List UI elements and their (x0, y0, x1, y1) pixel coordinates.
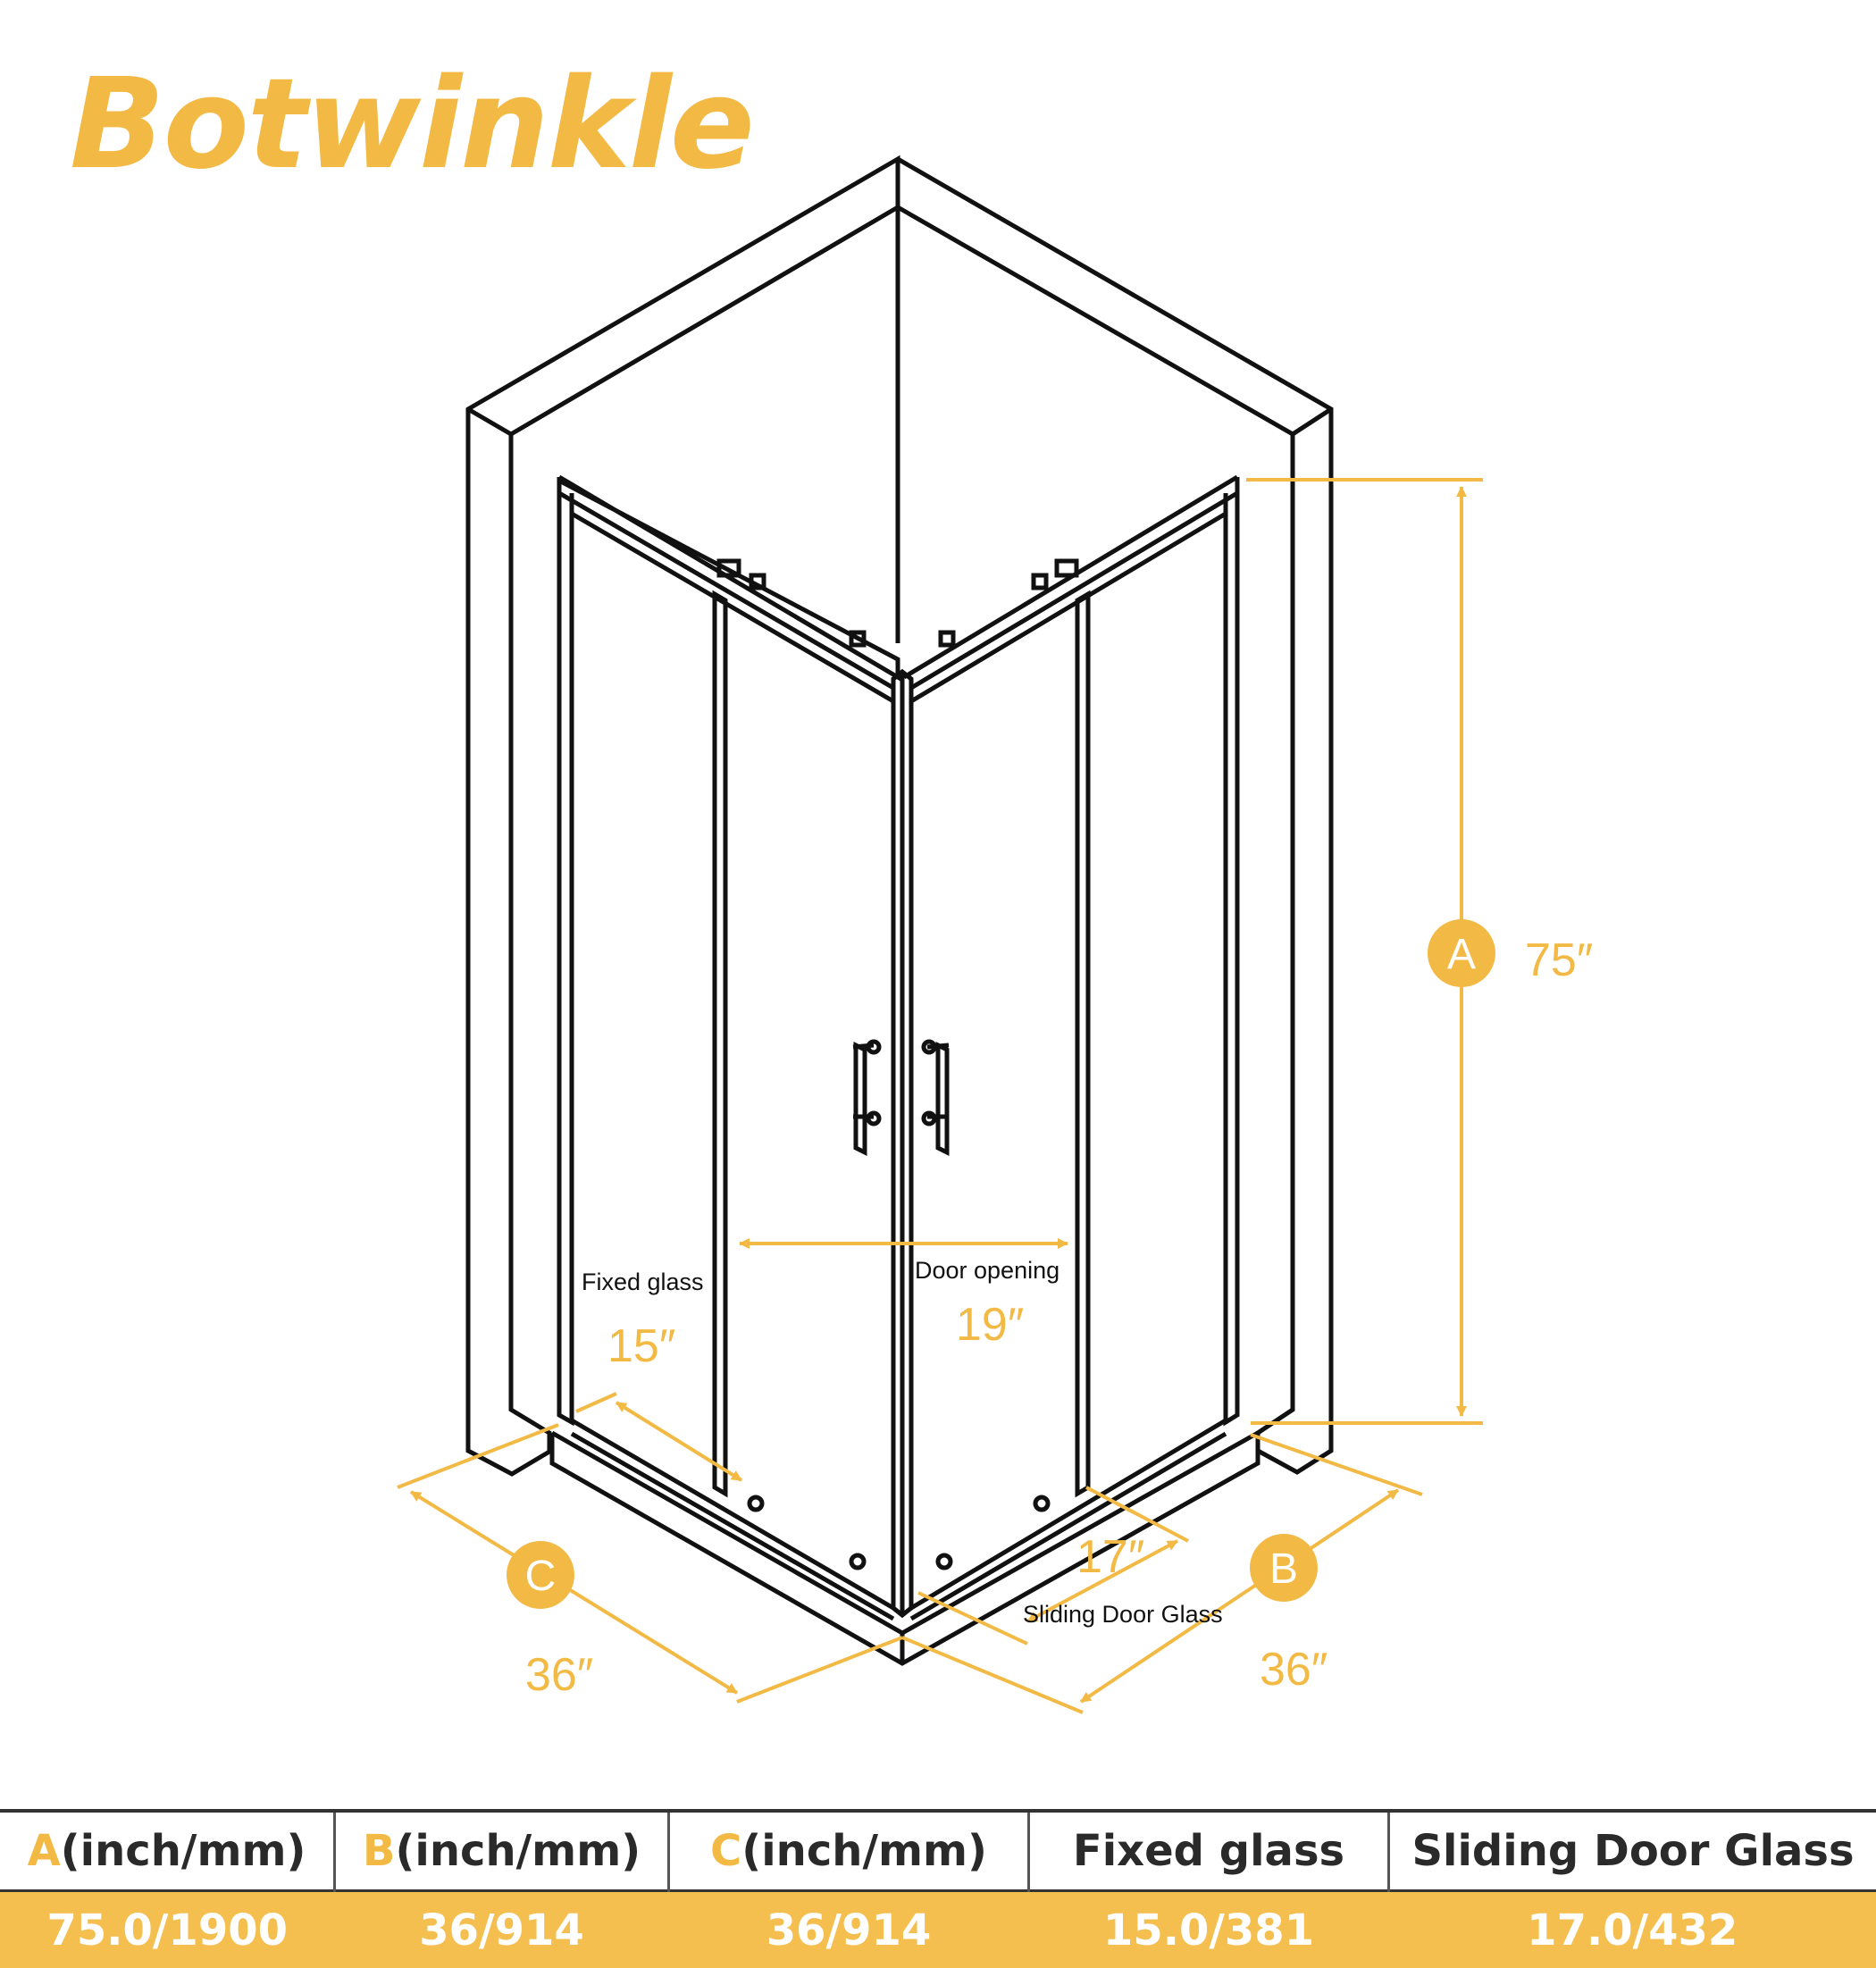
header-fixed-glass: Fixed glass (1029, 1811, 1389, 1891)
marker-c-letter: C (525, 1553, 557, 1600)
fixed-glass-title: Fixed glass (582, 1269, 704, 1295)
door-opening-value: 19″ (956, 1299, 1024, 1351)
value-c: 36/914 (669, 1891, 1029, 1968)
sliding-door-value: 17″ (1076, 1531, 1144, 1583)
header-sliding-door: Sliding Door Glass (1389, 1811, 1876, 1891)
shower-tray (552, 1433, 1258, 1663)
marker-a-letter: A (1447, 931, 1476, 978)
value-a: 75.0/1900 (0, 1891, 335, 1968)
width-c-value: 36″ (525, 1649, 593, 1701)
glass-enclosure (559, 477, 1237, 1619)
value-sliding-door: 17.0/432 (1389, 1891, 1876, 1968)
sliding-door-title: Sliding Door Glass (1023, 1601, 1223, 1628)
value-fixed-glass: 15.0/381 (1029, 1891, 1389, 1968)
marker-b-letter: B (1269, 1545, 1298, 1593)
value-b: 36/914 (335, 1891, 669, 1968)
header-c: C(inch/mm) (669, 1811, 1029, 1891)
spec-header-row: A(inch/mm) B(inch/mm) C(inch/mm) Fixed g… (0, 1811, 1876, 1891)
right-fixed-divider (1077, 594, 1088, 1494)
width-b-value: 36″ (1260, 1644, 1327, 1696)
shower-enclosure-diagram: A B C 75″ 36″ 36″ 15″ 19″ 17″ Fixed glas… (0, 0, 1876, 1787)
height-value: 75″ (1525, 934, 1593, 986)
spec-table: A(inch/mm) B(inch/mm) C(inch/mm) Fixed g… (0, 1809, 1876, 1968)
header-b: B(inch/mm) (335, 1811, 669, 1891)
door-opening-title: Door opening (915, 1257, 1059, 1284)
left-handle (856, 1045, 865, 1152)
header-a: A(inch/mm) (0, 1811, 335, 1891)
width-b-arrow (1081, 1490, 1398, 1702)
right-handle (938, 1045, 947, 1152)
left-fixed-divider (715, 594, 725, 1494)
fixed-glass-value: 15″ (607, 1320, 675, 1372)
spec-value-row: 75.0/1900 36/914 36/914 15.0/381 17.0/43… (0, 1891, 1876, 1968)
